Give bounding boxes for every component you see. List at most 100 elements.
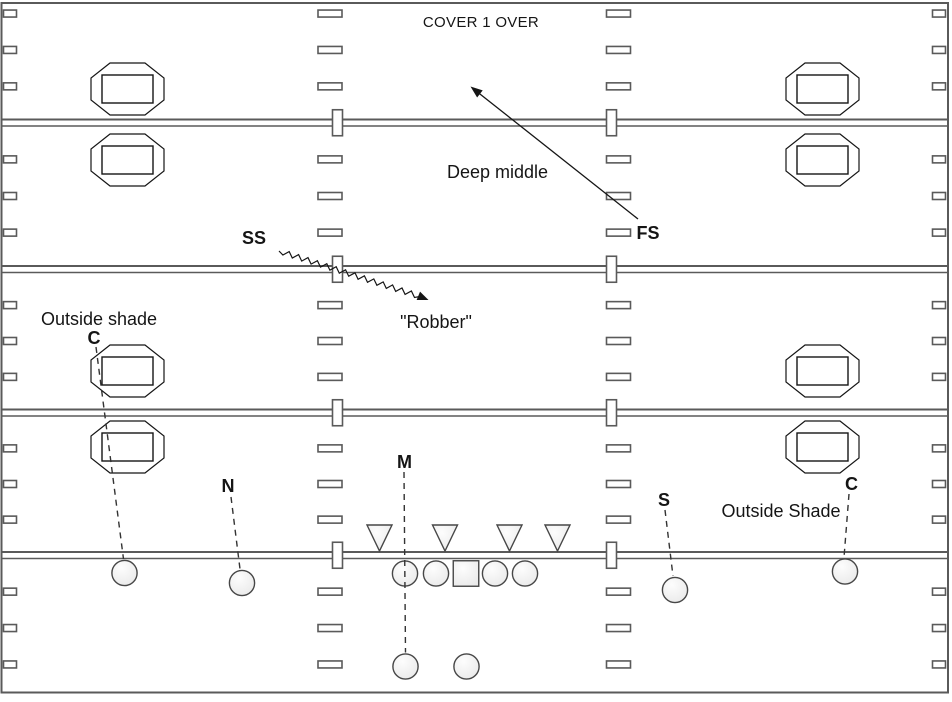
defender-label-c-0: C [88,328,101,348]
sideline-mark [2,372,18,382]
hash-mark [605,336,632,346]
sideline-mark [2,444,18,453]
ss-robber-squiggle-line [278,250,421,299]
hash-mark [605,515,632,524]
hash-mark [605,300,632,310]
defensive-lineman-triangle [431,524,459,553]
annotation-deep-middle-0: Deep middle [447,162,548,182]
yard-line-hash-tick [605,398,618,427]
sideline-mark [931,336,947,346]
sideline-mark [2,660,18,669]
yard-line-hash-tick [605,255,618,284]
hash-mark [317,155,343,164]
man-coverage-line-c-4 [843,493,850,558]
sideline-mark [931,479,947,489]
hash-mark [605,479,632,489]
sideline-mark [931,372,947,382]
hash-mark [317,9,343,18]
diagram-title: COVER 1 OVER [423,14,539,31]
offense-receiver [228,569,256,597]
hash-mark [605,660,632,669]
defender-label-m-2: M [397,452,412,472]
hash-mark [317,660,343,669]
offense-back [392,653,419,680]
yard-number-box-inner [796,74,849,104]
sideline-mark [2,9,18,18]
sideline-mark [931,623,947,633]
man-coverage-line-s-3 [664,509,674,577]
sideline-mark [2,191,18,201]
sideline-mark [931,155,947,164]
yard-line-hash-tick [605,108,618,137]
defender-label-fs-6: FS [636,223,659,243]
hash-mark [317,45,343,55]
hash-mark [605,372,632,382]
hash-mark [317,82,343,91]
hash-mark [605,155,632,164]
hash-mark [605,45,632,55]
hash-mark [317,336,343,346]
annotation-outside-shade-2: Outside shade [41,309,157,329]
yard-line-hash-tick [331,541,344,570]
offense-center [452,560,480,587]
hash-mark [605,9,632,18]
offense-receiver [831,558,859,585]
sideline-mark [2,587,18,596]
defender-label-c-4: C [845,474,858,494]
yard-number-box-inner [796,356,849,386]
sideline-mark [931,515,947,524]
sideline-mark [2,336,18,346]
hash-mark [605,191,632,201]
hash-mark [317,623,343,633]
sideline-mark [931,587,947,596]
offense-lineman [511,560,539,587]
yard-number-box-inner [796,145,849,175]
sideline-mark [2,515,18,524]
fs-arrowhead [470,86,483,98]
sideline-mark [931,444,947,453]
hash-mark [605,444,632,453]
fs-deep-middle-arrow-line [476,90,639,220]
hash-mark [317,515,343,524]
man-coverage-line-n-1 [230,496,241,570]
hash-mark [605,228,632,237]
sideline-mark [2,228,18,237]
defensive-lineman-triangle [543,524,572,553]
sideline-mark [2,623,18,633]
offense-receiver [111,559,138,587]
defensive-lineman-triangle [495,524,524,553]
sideline-mark [931,191,947,201]
defender-label-s-3: S [658,490,670,510]
yard-line-hash-tick [331,108,344,137]
man-coverage-line-c-0 [95,346,125,560]
hash-mark [605,82,632,91]
sideline-mark [931,660,947,669]
offense-lineman [481,560,509,587]
sideline-mark [2,479,18,489]
hash-mark [317,191,343,201]
sideline-mark [931,9,947,18]
hash-mark [317,228,343,237]
sideline-mark [2,155,18,164]
yard-number-box-inner [101,356,154,386]
sideline-mark [931,82,947,91]
offense-lineman [422,560,450,587]
yard-number-box-inner [796,432,849,462]
yard-number-box-inner [101,74,154,104]
annotation-robber-1: "Robber" [400,312,472,332]
sideline-mark [2,300,18,310]
hash-mark [605,623,632,633]
yard-line-hash-tick [605,541,618,570]
hash-mark [317,479,343,489]
yard-number-box-inner [101,145,154,175]
sideline-mark [931,300,947,310]
hash-mark [317,372,343,382]
hash-mark [317,300,343,310]
sideline-mark [931,228,947,237]
sideline-mark [931,45,947,55]
sideline-mark [2,82,18,91]
annotation-outside-shade-3: Outside Shade [721,501,840,521]
